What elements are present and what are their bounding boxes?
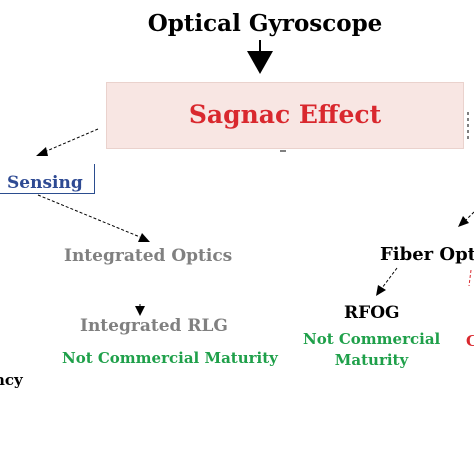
sensing-label: Sensing	[7, 173, 83, 193]
right-edge-connector	[468, 269, 472, 287]
rfog-status-line2: Maturity	[334, 351, 409, 369]
rfog-label: RFOG	[344, 303, 400, 323]
integrated-rlg-label: Integrated RLG	[80, 316, 228, 336]
sagnac-effect-box	[106, 82, 464, 149]
box-edge-ticks	[280, 112, 469, 152]
title-down-arrow	[247, 40, 273, 74]
arrow-to-integrated-optics	[37, 194, 150, 242]
fiber-optic-label: Fiber Optic	[380, 244, 474, 265]
sagnac-effect-label: Sagnac Effect	[188, 100, 382, 129]
integrated-optics-label: Integrated Optics	[64, 246, 233, 266]
not-commercial-maturity-label: Not Commercial Maturity	[62, 349, 278, 367]
arrow-to-fiber-optic	[458, 211, 474, 227]
arrow-to-sensing	[36, 128, 99, 156]
right-cut-text: C	[466, 332, 474, 350]
arrow-to-integrated-rlg	[135, 304, 145, 316]
arrow-to-rfog	[376, 267, 398, 296]
sensing-box	[0, 164, 95, 194]
left-cut-text: ncy	[0, 371, 23, 389]
diagram-title: Optical Gyroscope	[147, 10, 383, 37]
rfog-status-line1: Not Commercial	[303, 330, 441, 348]
